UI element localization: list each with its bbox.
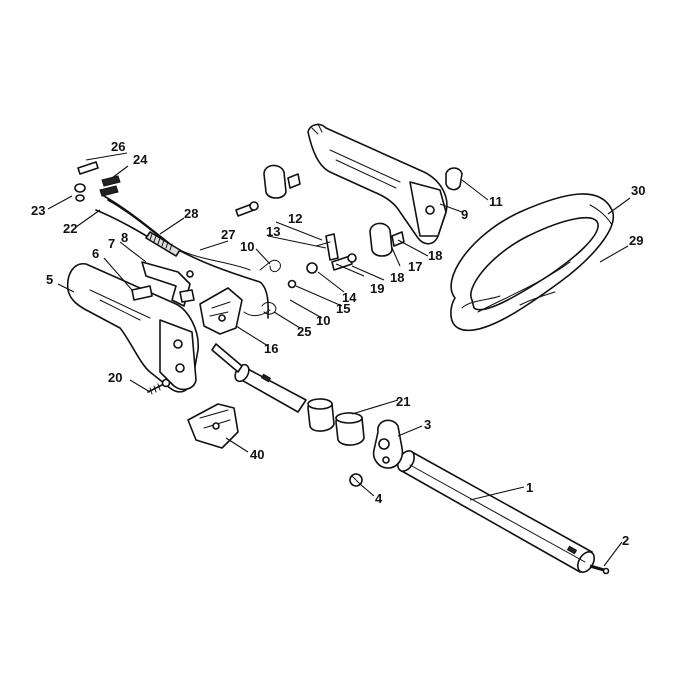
switch-housing	[199, 287, 243, 335]
callout-14: 14	[342, 290, 357, 305]
handle-housing	[66, 263, 199, 393]
callout-40: 40	[250, 447, 264, 462]
springs-contacts	[259, 259, 297, 315]
callout-22: 22	[63, 221, 77, 236]
callout-17: 17	[408, 259, 422, 274]
callout-16: 16	[264, 341, 278, 356]
wire-terminals	[74, 161, 121, 202]
small-lever	[445, 167, 463, 191]
callout-28: 28	[184, 206, 198, 221]
lower-bracket	[187, 403, 239, 449]
callout-24: 24	[133, 152, 148, 167]
clamp-screw	[349, 473, 363, 487]
callout-18b: 18	[390, 270, 404, 285]
callout-29: 29	[629, 233, 643, 248]
callout-10a: 10	[240, 239, 254, 254]
throttle-cable	[95, 195, 271, 319]
rubber-sleeves	[307, 398, 365, 446]
callout-11: 11	[489, 194, 503, 209]
callout-7: 7	[108, 236, 115, 251]
callout-4: 4	[375, 491, 383, 506]
housing-screw	[147, 378, 171, 395]
leader-lines	[47, 152, 631, 567]
upper-clamp-parts	[235, 164, 405, 274]
callout-20: 20	[108, 370, 122, 385]
callout-18a: 18	[428, 248, 442, 263]
loop-handle	[450, 193, 615, 332]
callout-25: 25	[297, 324, 311, 339]
callout-1: 1	[526, 480, 533, 495]
inner-tube	[211, 343, 307, 413]
callout-13: 13	[266, 224, 280, 239]
callout-30: 30	[631, 183, 645, 198]
callout-2: 2	[622, 533, 629, 548]
callout-12: 12	[288, 211, 302, 226]
callout-5: 5	[46, 272, 53, 287]
callout-9: 9	[461, 207, 468, 222]
callout-3: 3	[424, 417, 431, 432]
callout-27: 27	[221, 227, 235, 242]
callout-15: 15	[336, 301, 350, 316]
upper-handle-housing	[307, 123, 448, 245]
callout-26: 26	[111, 139, 125, 154]
callout-10b: 10	[316, 313, 330, 328]
shaft-tube	[397, 450, 595, 573]
callout-21: 21	[396, 394, 410, 409]
drive-shaft-end	[589, 564, 610, 575]
callout-19: 19	[370, 281, 384, 296]
callout-6: 6	[92, 246, 99, 261]
clamp	[372, 419, 404, 469]
callout-8: 8	[121, 230, 128, 245]
callout-23: 23	[31, 203, 45, 218]
trigger-parts	[131, 261, 195, 307]
callout-labels: 1 2 3 4 5 6 7 8 9 10 10 11 12 13 14 15 1…	[31, 139, 645, 548]
